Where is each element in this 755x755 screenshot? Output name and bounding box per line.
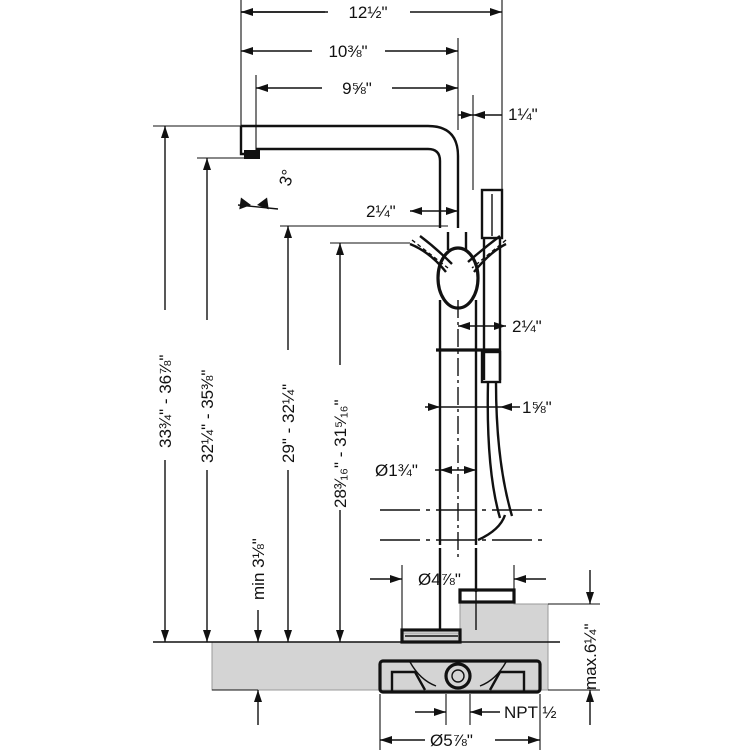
column-diameter-label: Ø1¾" [375,461,418,480]
connection-label: NPT ½ [504,703,557,722]
dim-handle-offset-left: 2¼" [366,202,458,221]
dim-spout-height: 32¼" - 35⅜" [198,158,217,642]
min-rough-label: min 3⅛" [249,538,268,600]
dim-handle-offset-right: 2¼" [458,317,542,336]
hand-shower-offset-label: 1¼" [508,105,538,124]
spout-reach-label: 9⅝" [342,79,372,98]
dim-overall-width: 12½" [241,3,502,22]
handle-height-label: 29" - 32¼" [279,384,298,463]
dim-overall-height: 33¾" - 36⅞" [156,126,175,642]
dim-handle-height: 29" - 32¼" [279,226,298,642]
hand-shower [480,188,514,519]
faucet-spout [239,124,460,228]
spout-angle-label: 3° [276,167,299,188]
handle-offset-left-label: 2¼" [366,202,396,221]
dim-hand-shower-offset: 1¼" [458,105,538,124]
faucet-base [400,548,516,644]
rough-diameter-label: Ø5⅞" [430,731,473,750]
dim-spout-angle: 3° [237,167,299,210]
dim-outlet-height: 28³⁄₁₆" - 31⁵⁄₁₆" [331,243,350,642]
dim-hose-offset: 1⅝" [425,398,552,417]
spout-width-label: 10⅜" [328,42,367,61]
dim-column-diameter: Ø1¾" [375,461,476,480]
handle-offset-right-label: 2¼" [512,317,542,336]
dim-connection: NPT ½ [415,694,557,725]
outlet-height-label: 28³⁄₁₆" - 31⁵⁄₁₆" [331,399,350,508]
hose-offset-label: 1⅝" [522,398,552,417]
mixer-body [409,232,507,310]
dim-spout-width: 10⅜" [241,42,458,61]
dim-rough-diameter: Ø5⅞" [379,694,541,750]
dim-min-rough: min 3⅛" [249,538,268,725]
faucet-column [436,300,500,560]
overall-width-label: 12½" [348,3,387,22]
max-rough-label: max.6¼" [581,623,600,690]
overall-height-label: 33¾" - 36⅞" [156,355,175,448]
spout-height-label: 32¼" - 35⅜" [198,370,217,463]
dim-spout-reach: 9⅝" [256,79,458,98]
base-diameter-label: Ø4⅞" [418,570,461,589]
rough-in-valve [378,659,542,694]
dim-base-diameter: Ø4⅞" [370,565,546,630]
dim-max-rough: max.6¼" [548,570,600,725]
